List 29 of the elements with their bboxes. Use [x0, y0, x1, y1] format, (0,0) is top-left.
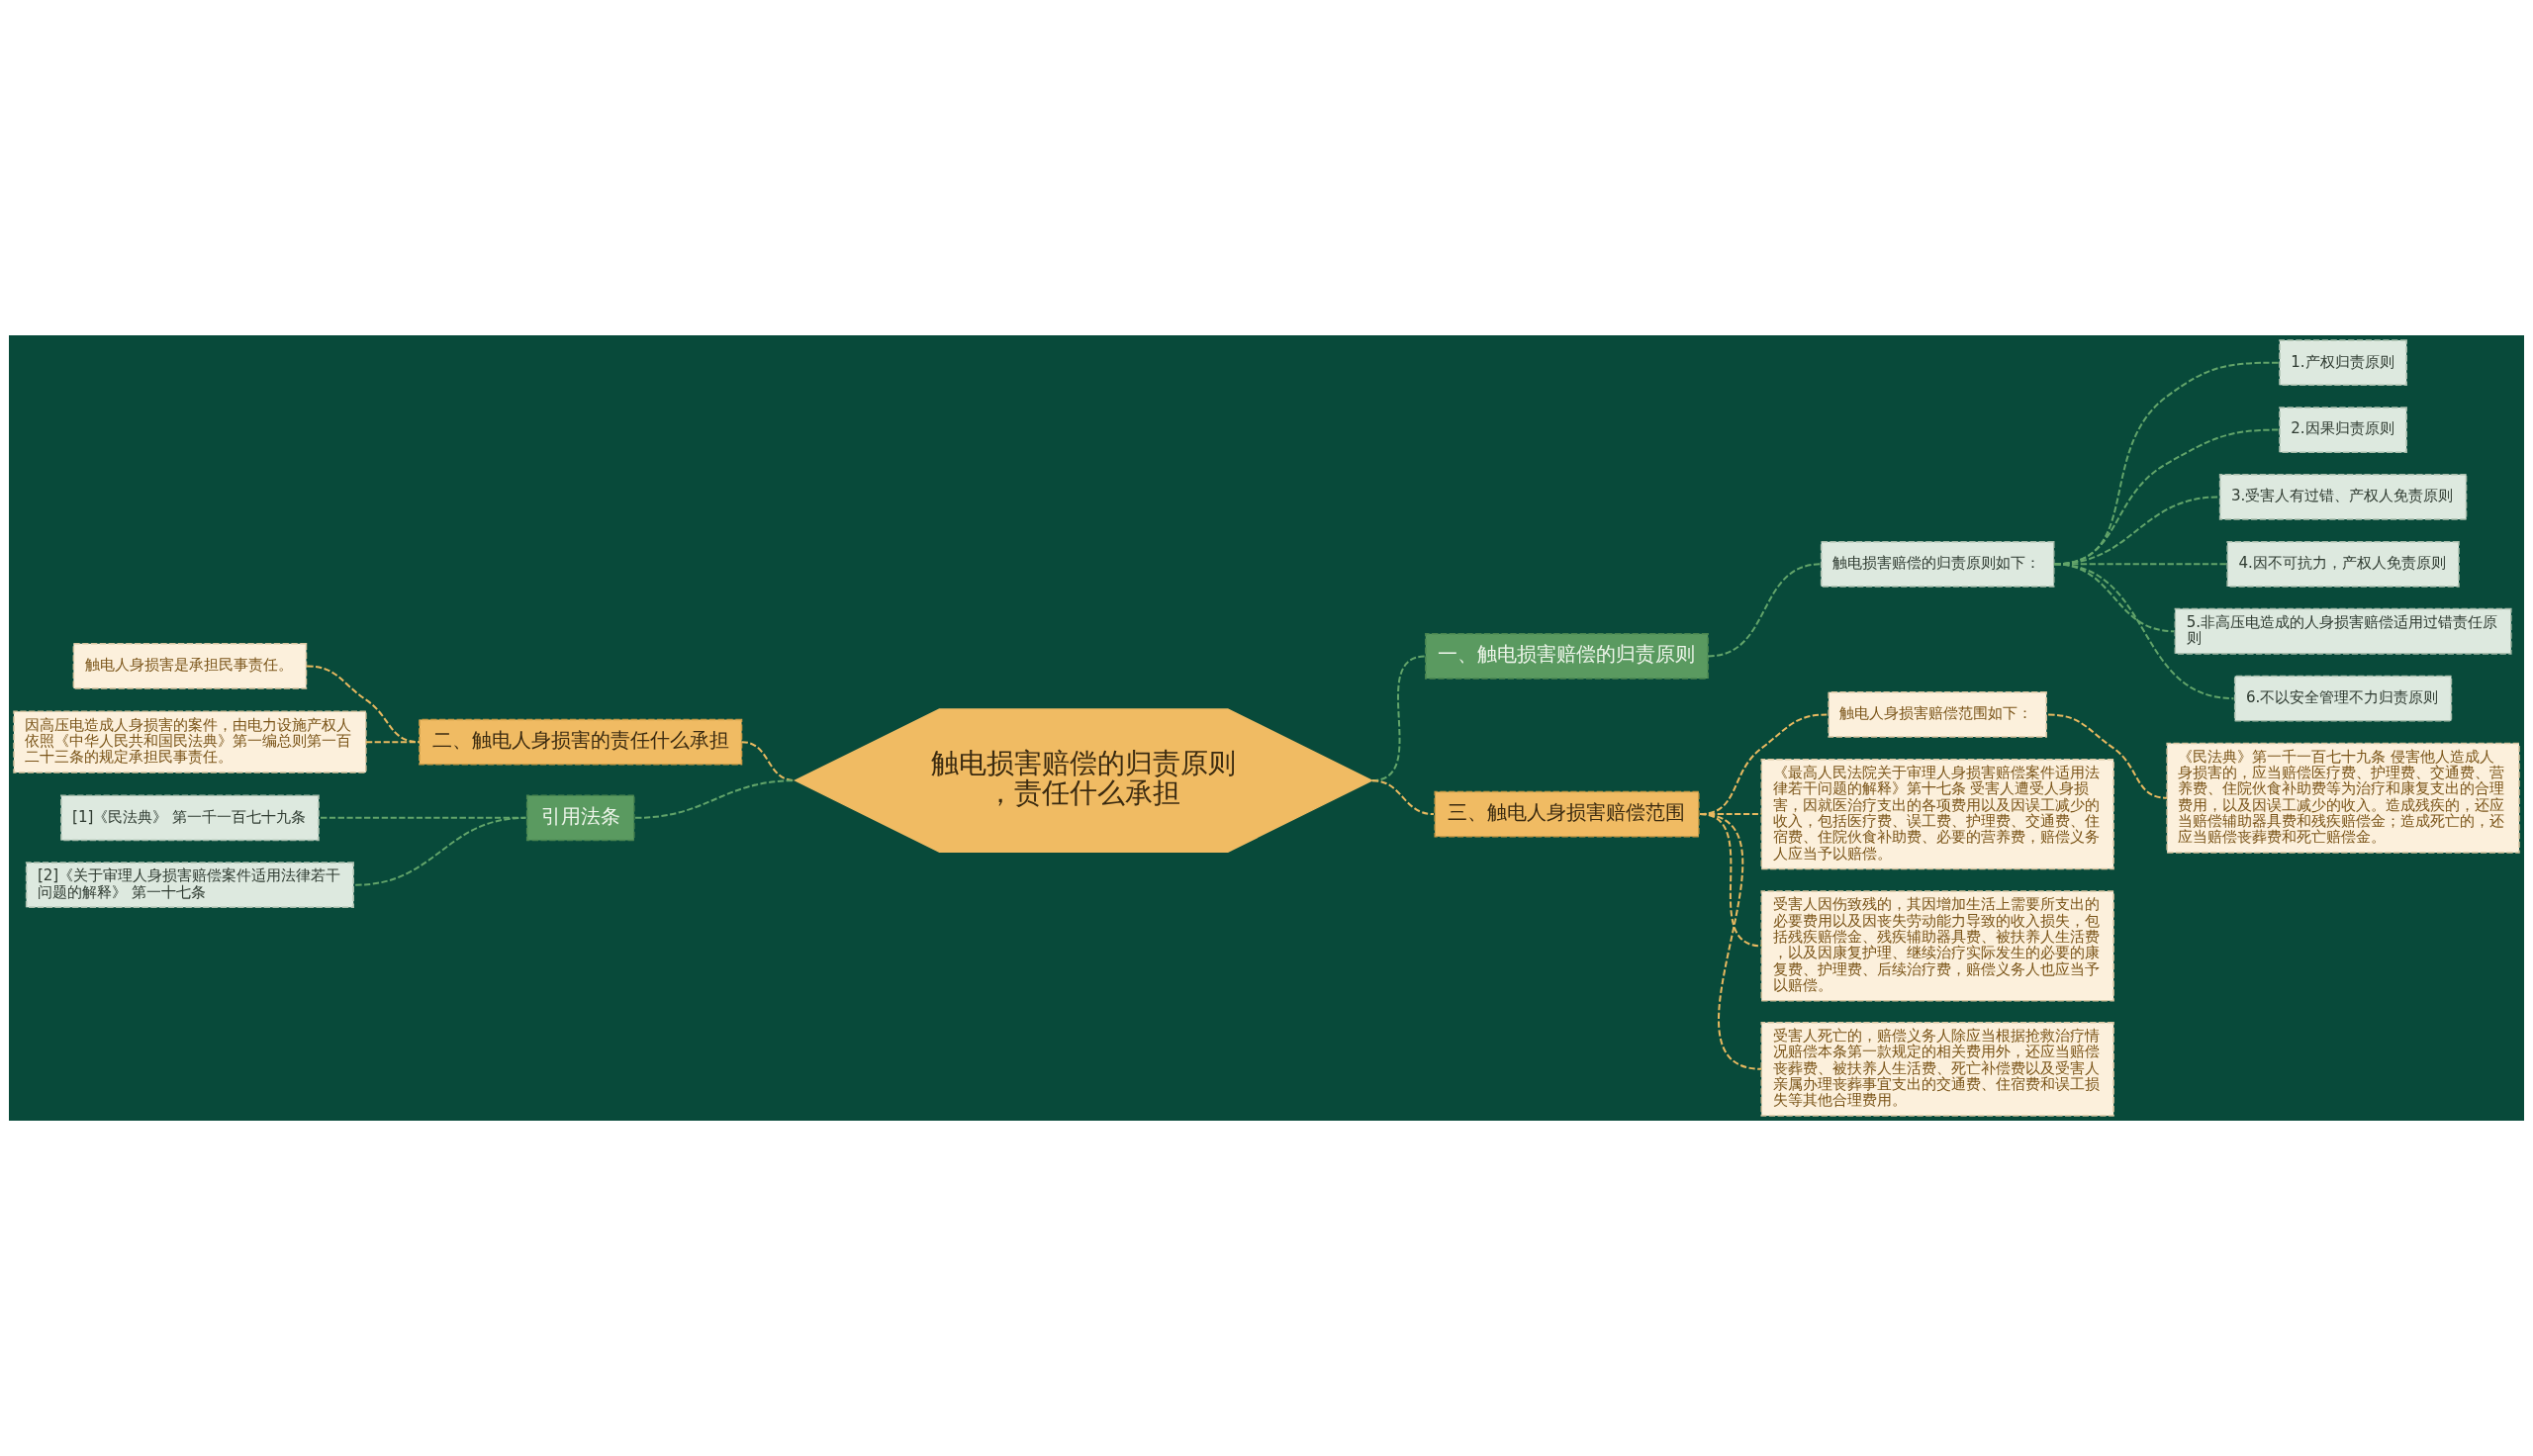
- node-box: 5.非高压电造成的人身损害赔偿适用过错责任原则: [2174, 607, 2512, 655]
- node-box: 2.因果归责原则: [2279, 407, 2407, 453]
- node-box: 《最高人民法院关于审理人身损害赔偿案件适用法律若干问题的解释》第十七条 受害人遭受人身损害，因就医治疗支出的各项费用以及因误工减少的收入，包括医疗费、误工费、护理费、交通费、住宿费、住院伙食补助费、必要的营养费，赔偿义务人应当予以赔偿。: [1760, 759, 2114, 870]
- connector: [2054, 563, 2234, 700]
- connector: [365, 741, 420, 744]
- node-box: 触电人身损害是承担民事责任。: [72, 643, 308, 689]
- node-box: 受害人死亡的，赔偿义务人除应当根据抢救治疗情况赔偿本条第一款规定的相关费用外，还应当赔偿丧葬费、被扶养人生活费、死亡补偿费以及受害人亲属办理丧葬事宜支出的交通费、住宿费和误工损失等其他合理费用。: [1760, 1021, 2114, 1117]
- node-box: 4.因不可抗力，产权人免责原则: [2226, 540, 2460, 588]
- connector: [1371, 779, 1435, 816]
- node-box: 触电损害赔偿的归责原则如下：: [1820, 540, 2055, 588]
- connector: [635, 779, 796, 819]
- node-box: 一、触电损害赔偿的归责原则: [1425, 633, 1709, 680]
- node-box: 触电人身损害赔偿范围如下：: [1828, 691, 2047, 738]
- node-box: 3.受害人有过错、产权人免责原则: [2218, 474, 2468, 520]
- node-box: 引用法条: [525, 794, 635, 842]
- connector: [1699, 813, 1762, 1070]
- node-box: 1.产权归责原则: [2279, 339, 2407, 387]
- connector: [2048, 713, 2168, 799]
- node-box: 《民法典》第一千一百七十九条 侵害他人造成人身损害的，应当赔偿医疗费、护理费、交通费、营养费、住院伙食补助费等为治疗和康复支出的合理费用，以及因误工减少的收入。造成残疾的，还应当赔偿辅助器具费和残疾赔偿金；造成死亡的，还应当赔偿丧葬费和死亡赔偿金。: [2166, 742, 2520, 854]
- node-box: 三、触电人身损害赔偿范围: [1434, 790, 1700, 838]
- node-box: [2]《关于审理人身损害赔偿案件适用法律若干问题的解释》 第一十七条: [25, 862, 355, 909]
- connector: [355, 816, 526, 886]
- node-box: 二、触电人身损害的责任什么承担: [419, 718, 743, 766]
- connector: [1708, 563, 1822, 658]
- node-box: [1]《民法典》 第一千一百七十九条: [60, 794, 320, 842]
- node-box: 受害人因伤致残的，其因增加生活上需要所支出的必要费用以及因丧失劳动能力导致的收入损失，包括残疾赔偿金、残疾辅助器具费、被扶养人生活费，以及因康复护理、继续治疗实际发生的必要的康复费、护理费、后续治疗费，赔偿义务人也应当予以赔偿。: [1760, 890, 2114, 1002]
- node-box: 因高压电造成人身损害的案件，由电力设施产权人依照《中华人民共和国民法典》第一编总则第一百二十三条的规定承担民事责任。: [13, 710, 367, 774]
- connector: [307, 665, 420, 744]
- node-box: 6.不以安全管理不力归责原则: [2233, 675, 2453, 722]
